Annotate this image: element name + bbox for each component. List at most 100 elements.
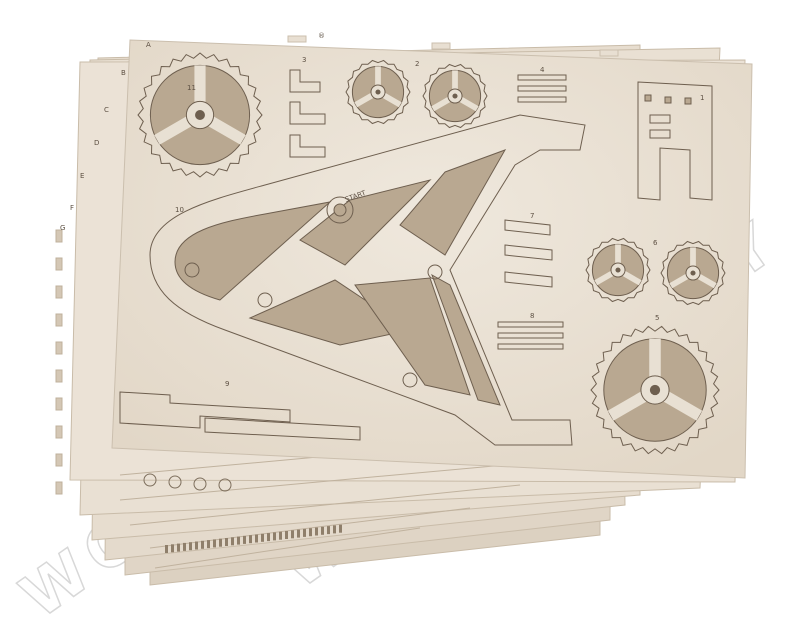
gear-6b bbox=[660, 240, 726, 306]
truss-cutout bbox=[431, 273, 501, 406]
long-piece bbox=[119, 391, 291, 429]
trademark-symbol: ® bbox=[318, 32, 325, 40]
bracket-piece bbox=[289, 101, 326, 125]
comb-slot bbox=[207, 540, 210, 549]
sheet-letter: A bbox=[146, 41, 151, 49]
gear-teeth bbox=[137, 52, 263, 178]
truss-node bbox=[184, 262, 200, 278]
truss-node bbox=[427, 264, 443, 280]
comb-slot bbox=[297, 529, 300, 538]
comb-slot bbox=[165, 545, 168, 553]
comb-slot bbox=[195, 541, 198, 550]
gear-axle-hole bbox=[195, 110, 205, 120]
comb-slot bbox=[303, 528, 306, 537]
comb-slot bbox=[333, 525, 336, 534]
side-tab bbox=[55, 285, 63, 299]
sheet-letter: E bbox=[80, 172, 84, 180]
comb-slot bbox=[201, 540, 204, 549]
bracket-piece bbox=[289, 134, 326, 158]
part-4-strips bbox=[517, 74, 567, 103]
panel-hole bbox=[664, 96, 672, 104]
gear-teeth bbox=[345, 59, 411, 125]
side-tab bbox=[55, 341, 63, 355]
truss-outline bbox=[149, 114, 586, 446]
truss-hub bbox=[326, 196, 354, 224]
comb-slot bbox=[177, 543, 180, 552]
strip-piece bbox=[497, 332, 564, 339]
gear-axle-hole bbox=[452, 93, 458, 99]
gear-axle-hole bbox=[649, 384, 661, 396]
comb-slot bbox=[189, 542, 192, 551]
strip-piece bbox=[517, 85, 567, 92]
side-tab bbox=[55, 313, 63, 327]
gear-teeth bbox=[422, 63, 488, 129]
small-piece bbox=[504, 219, 551, 236]
small-gear-outline bbox=[218, 478, 232, 492]
comb-slot bbox=[309, 528, 312, 537]
strip-piece bbox=[517, 74, 567, 81]
part-number: 2 bbox=[415, 60, 419, 68]
part-number: 5 bbox=[655, 314, 659, 322]
sheet-letter: D bbox=[94, 139, 99, 147]
strip-piece bbox=[517, 96, 567, 103]
truss-node bbox=[257, 292, 273, 308]
top-sheet: START bbox=[60, 32, 753, 479]
comb-slot bbox=[285, 531, 288, 539]
comb-slot bbox=[339, 524, 342, 533]
sheet-edge bbox=[119, 459, 561, 501]
part-number: 6 bbox=[653, 239, 658, 247]
gear-6a bbox=[585, 237, 651, 303]
comb-slot bbox=[243, 535, 246, 544]
comb-slot bbox=[231, 537, 234, 546]
gear-11 bbox=[137, 52, 263, 178]
comb-slot bbox=[171, 544, 174, 553]
panel-hole bbox=[644, 94, 652, 102]
part-number: 1 bbox=[700, 94, 704, 102]
part-8-strips bbox=[497, 321, 564, 350]
comb-slot bbox=[237, 536, 240, 545]
sheet-letter: B bbox=[121, 69, 126, 77]
sheet-edge bbox=[129, 484, 521, 526]
right-panel-piece bbox=[637, 81, 713, 201]
gear-3 bbox=[345, 59, 411, 125]
comb-slot bbox=[291, 530, 294, 539]
small-piece bbox=[504, 271, 553, 288]
side-tab bbox=[55, 369, 63, 383]
gear-2 bbox=[422, 63, 488, 129]
comb-slot bbox=[249, 535, 252, 544]
part-number: 7 bbox=[530, 212, 534, 220]
part-number: 8 bbox=[530, 312, 534, 320]
comb-slot bbox=[267, 533, 270, 542]
comb-slot bbox=[327, 526, 330, 535]
part-number: 3 bbox=[302, 56, 306, 64]
panel-slot bbox=[649, 114, 671, 124]
comb-slot bbox=[183, 542, 186, 551]
part-number: 4 bbox=[540, 66, 545, 74]
sheet-letter: G bbox=[60, 224, 65, 232]
gear-axle-hole bbox=[615, 267, 621, 273]
comb-slot bbox=[213, 539, 216, 548]
strip-piece bbox=[497, 343, 564, 350]
part-7-pieces bbox=[504, 219, 553, 288]
sheet-letter: C bbox=[104, 106, 109, 114]
part-number: 10 bbox=[175, 206, 184, 214]
truss-cutout bbox=[354, 277, 471, 396]
truss-cutout bbox=[399, 149, 507, 256]
comb-slot bbox=[315, 527, 318, 536]
small-gear-outline bbox=[193, 477, 207, 491]
small-gear-outline bbox=[143, 473, 157, 487]
truss-cutout bbox=[174, 201, 332, 301]
edge-tab bbox=[431, 42, 451, 50]
strip-piece bbox=[497, 321, 564, 328]
small-gear-outline bbox=[168, 475, 182, 489]
top-sheet-board bbox=[111, 39, 753, 479]
comb-slot bbox=[219, 538, 222, 547]
gear-teeth bbox=[590, 325, 720, 455]
sheet-letter: F bbox=[70, 204, 74, 212]
side-tab bbox=[55, 229, 63, 243]
small-piece bbox=[504, 244, 553, 261]
part-9-piece bbox=[119, 391, 361, 441]
gear-5 bbox=[590, 325, 720, 455]
